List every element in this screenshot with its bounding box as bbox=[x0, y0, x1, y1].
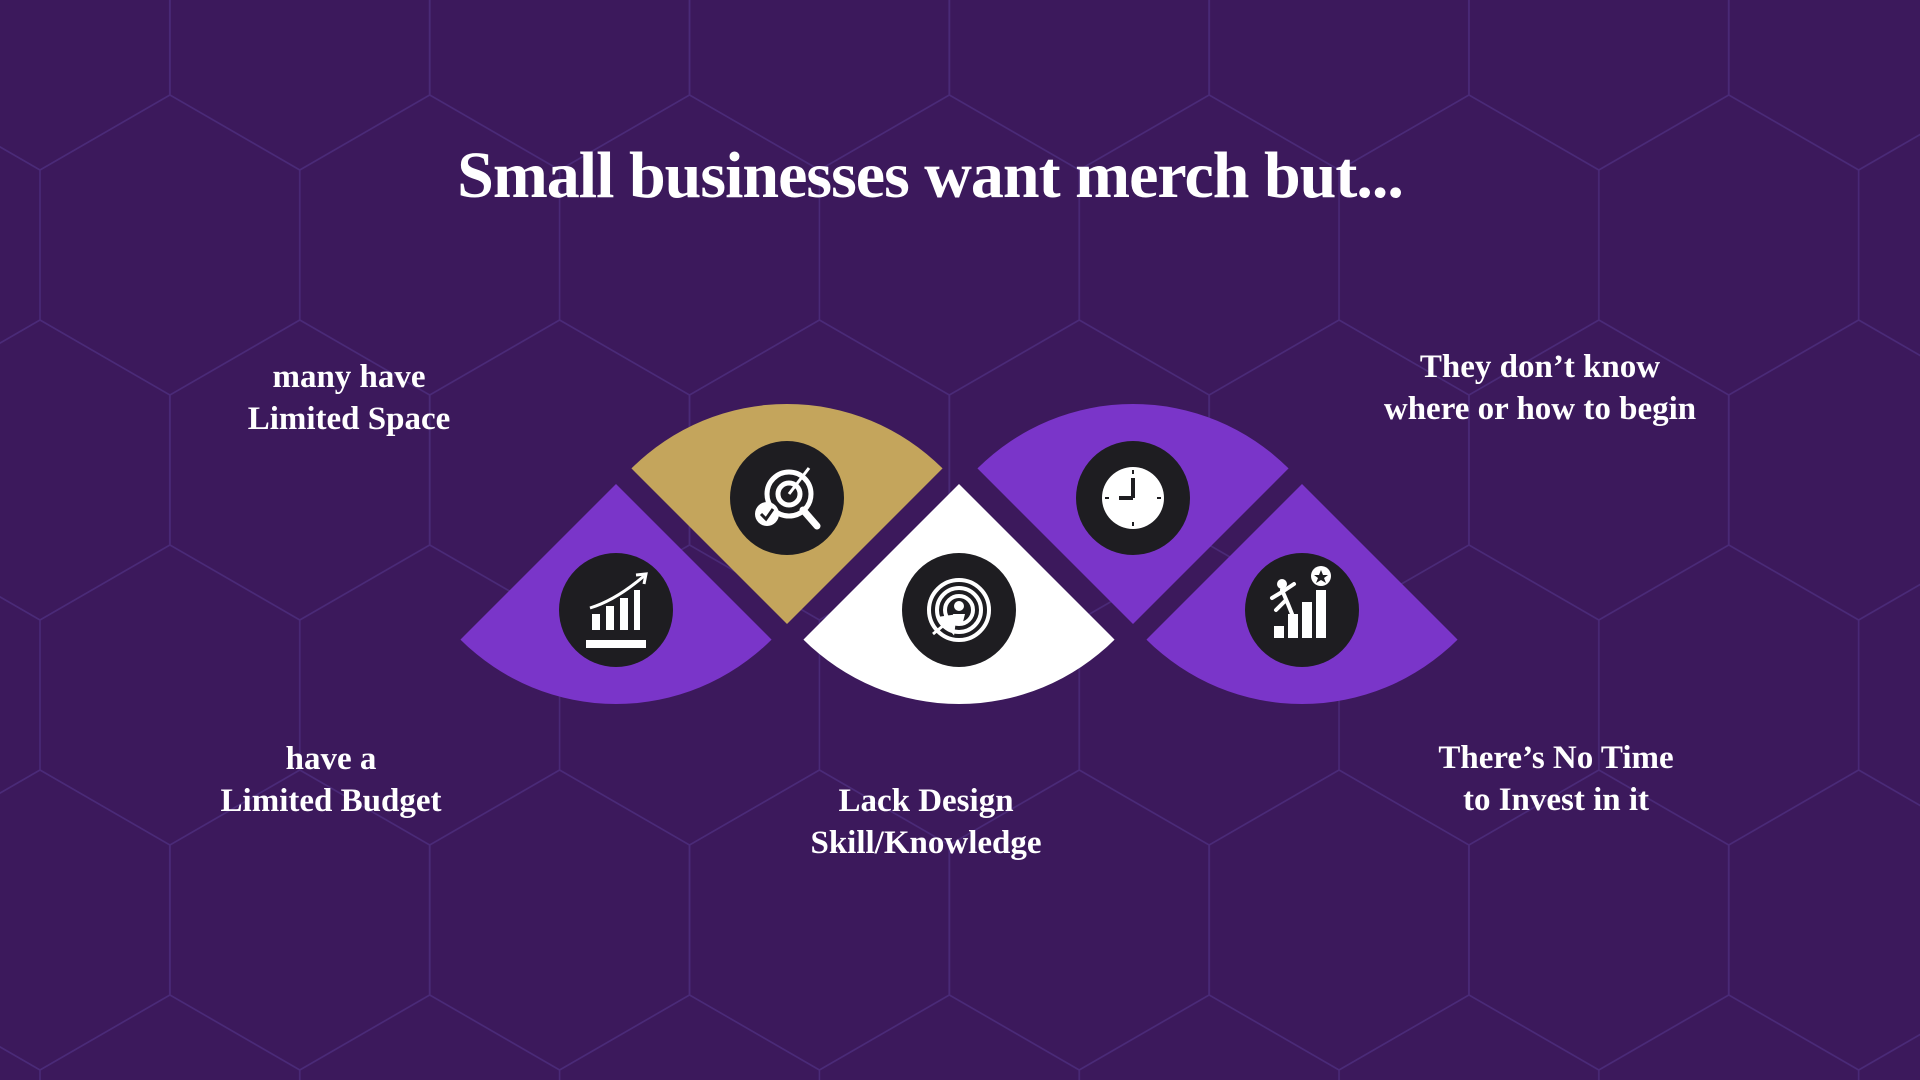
label-line: have a bbox=[285, 741, 377, 777]
label-limited-space: many have Limited Space bbox=[89, 356, 609, 440]
label-line: They don’t know bbox=[1419, 349, 1661, 385]
icon-circle bbox=[559, 553, 673, 667]
label-line: Lack Design bbox=[838, 783, 1014, 819]
label-line: There’s No Time bbox=[1438, 740, 1674, 776]
climb-stairs-icon bbox=[1245, 553, 1359, 667]
label-line: to Invest in it bbox=[1462, 782, 1650, 818]
label-no-time: There’s No Time to Invest in it bbox=[1296, 737, 1816, 821]
icon-circle bbox=[730, 441, 844, 555]
label-where-to-begin: They don’t know where or how to begin bbox=[1280, 346, 1800, 430]
label-line: Limited Space bbox=[247, 401, 451, 437]
clock-icon bbox=[1076, 441, 1190, 555]
target-arrow-icon bbox=[902, 553, 1016, 667]
label-line: where or how to begin bbox=[1383, 391, 1697, 427]
label-line: Limited Budget bbox=[220, 783, 442, 819]
label-lack-design: Lack Design Skill/Knowledge bbox=[666, 780, 1186, 864]
label-line: Skill/Knowledge bbox=[810, 825, 1042, 861]
chart-growth-icon bbox=[559, 553, 673, 667]
label-limited-budget: have a Limited Budget bbox=[71, 738, 591, 822]
label-line: many have bbox=[272, 359, 426, 395]
target-search-icon bbox=[730, 441, 844, 555]
page-title: Small businesses want merch but... bbox=[457, 139, 1404, 212]
